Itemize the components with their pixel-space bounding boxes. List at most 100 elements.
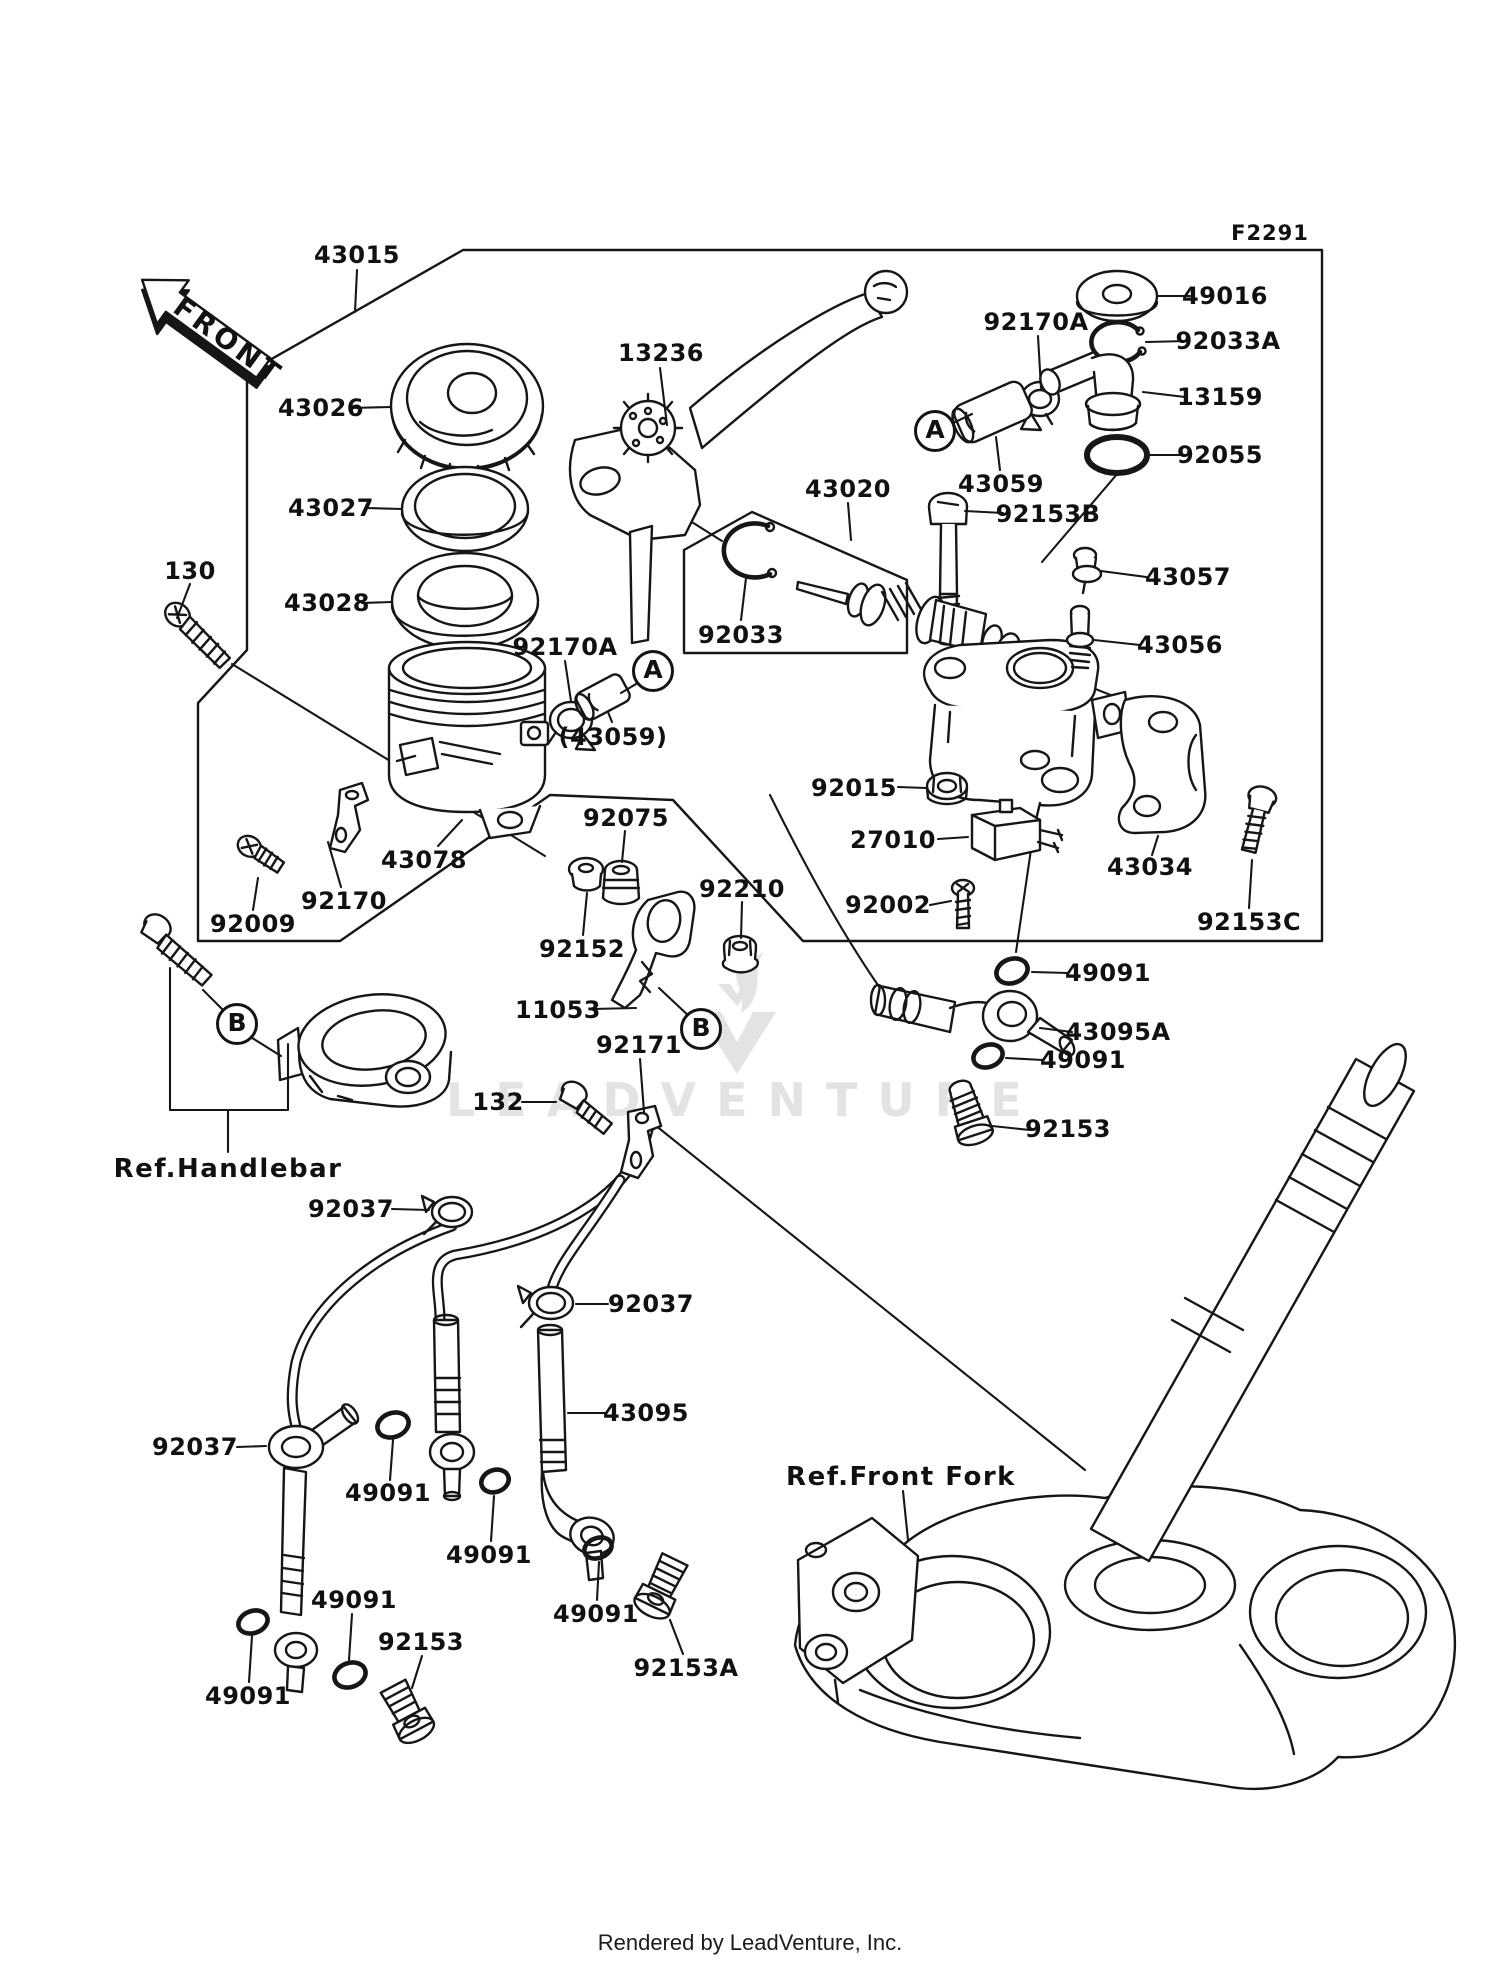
part-washer-49091-l1 (375, 1410, 411, 1440)
part-callout-92055: 92055 (1177, 441, 1263, 469)
ref-handlebar-label: Ref.Handlebar (113, 1154, 343, 1184)
part-bracket-92170 (328, 781, 370, 854)
part-callout-92037-3: 92037 (152, 1433, 238, 1461)
ref-front-fork-drawing (793, 1042, 1457, 1790)
part-oring-92055 (1084, 434, 1150, 476)
part-callout-92075: 92075 (583, 804, 669, 832)
part-callout-92033a: 92033A (1175, 327, 1281, 355)
part-callout-27010: 27010 (850, 826, 936, 854)
part-elbow-fitting-13159 (1039, 350, 1142, 432)
part-bolt-132 (558, 1080, 614, 1135)
part-hose-clamp-92037-2 (516, 1284, 575, 1329)
part-bleeder-valve-43057 (1071, 546, 1103, 595)
part-callout-43027: 43027 (288, 494, 374, 522)
part-clamp-bolt-b (140, 913, 213, 987)
part-callout-13236: 13236 (618, 339, 704, 367)
part-callout-92170a-left: 92170A (512, 633, 618, 661)
part-screw-92009 (236, 834, 286, 874)
part-fitting-43056 (1065, 604, 1095, 670)
part-callout-49091-2: 49091 (1040, 1046, 1126, 1074)
leadventure-watermark-logo: LEADVENTURE (446, 950, 1042, 1127)
part-callout-130: 130 (164, 557, 216, 585)
part-callout-92002: 92002 (845, 891, 931, 919)
part-master-cylinder-body (923, 638, 1132, 832)
part-callout-92153-2: 92153 (378, 1628, 464, 1656)
part-washer-49091-r2 (971, 1042, 1005, 1070)
part-bushing-43059-left (574, 673, 631, 721)
part-grommet-92152 (567, 856, 605, 892)
part-callout-43078: 43078 (381, 846, 467, 874)
part-callout-43015: 43015 (314, 241, 400, 269)
part-hose-middle-fitting (428, 1313, 476, 1502)
part-washer-49091-l4 (332, 1660, 368, 1690)
part-callout-49091-6: 49091 (553, 1600, 639, 1628)
part-hose-43095-lower (536, 1323, 615, 1582)
part-callout-92170a-top: 92170A (983, 308, 1089, 336)
detail-marker-a-2: A (632, 650, 674, 692)
part-callout-92210: 92210 (699, 875, 785, 903)
part-callout-43059: 43059 (958, 470, 1044, 498)
part-brake-switch-27010 (970, 798, 1064, 862)
part-washer-49091-l5 (236, 1608, 270, 1636)
part-callout-92015: 92015 (811, 774, 897, 802)
part-callout-49091-3: 49091 (345, 1479, 431, 1507)
part-callout-92153a: 92153A (633, 1654, 739, 1682)
part-brake-lever (568, 269, 909, 645)
part-callout-11053: 11053 (515, 996, 601, 1024)
part-callout-92153-1: 92153 (1025, 1115, 1111, 1143)
part-cap-gasket (400, 465, 530, 553)
part-grip-43059-top (951, 380, 1033, 444)
part-washer-49091-l2 (479, 1467, 511, 1495)
part-nut-92210 (721, 934, 759, 974)
front-direction-arrow: FRONT (140, 278, 289, 391)
part-callout-92037-2: 92037 (608, 1290, 694, 1318)
part-callout-43059-ref: (43059) (558, 723, 668, 751)
brake-hose-curves (286, 1124, 654, 1436)
part-screw-130 (164, 601, 232, 670)
part-callout-92037-1: 92037 (308, 1195, 394, 1223)
part-clamp-half-43034 (1117, 695, 1207, 835)
part-callout-92153b: 92153B (995, 500, 1101, 528)
part-callout-43020: 43020 (805, 475, 891, 503)
part-callout-92170: 92170 (301, 887, 387, 915)
part-hose-clamp-92037-1 (420, 1194, 474, 1236)
part-lever-guard-bracket-11053 (610, 890, 696, 1010)
part-callout-43056: 43056 (1137, 631, 1223, 659)
part-handlebar-clamp (276, 993, 453, 1108)
part-callout-49016: 49016 (1182, 282, 1268, 310)
part-callout-13159: 13159 (1177, 383, 1263, 411)
part-reservoir-43078 (387, 640, 550, 840)
part-banjo-bolt-92153-bottom (379, 1678, 436, 1745)
part-washer-49091-r1 (994, 956, 1030, 986)
part-callout-92152: 92152 (539, 935, 625, 963)
part-callout-92171: 92171 (596, 1031, 682, 1059)
watermark-text: LEADVENTURE (446, 1073, 1042, 1127)
part-callout-92153c: 92153C (1196, 908, 1302, 936)
part-reservoir-cap (389, 342, 545, 480)
part-callout-43095: 43095 (603, 1399, 689, 1427)
part-callout-92033: 92033 (698, 621, 784, 649)
part-callout-49091-1: 49091 (1065, 959, 1151, 987)
part-hose-left-lower (273, 1466, 319, 1694)
part-hose-assembly-43095a (869, 983, 1076, 1057)
part-screw-92002 (950, 878, 976, 930)
part-bolt-92153c (1240, 785, 1278, 855)
part-callout-43057: 43057 (1145, 563, 1231, 591)
part-callout-132: 132 (472, 1088, 524, 1116)
part-washer-49016 (1075, 269, 1159, 323)
part-banjo-bolt-92153-right (948, 1079, 994, 1147)
part-circlip-92033 (721, 521, 778, 580)
part-callout-49091-7: 49091 (205, 1682, 291, 1710)
ref-front-fork-label: Ref.Front Fork (786, 1462, 1016, 1492)
figure-code: F2291 (1231, 221, 1309, 245)
part-banjo-adapter-92037-3 (267, 1403, 360, 1470)
part-banjo-bolt-92153a (633, 1552, 689, 1620)
part-hose-bracket-92171 (619, 1104, 663, 1180)
render-credit: Rendered by LeadVenture, Inc. (597, 1930, 903, 1955)
detail-marker-b-1: B (216, 1003, 258, 1045)
front-arrow-text: FRONT (167, 290, 289, 391)
detail-marker-b-2: B (680, 1008, 722, 1050)
part-callout-49091-5: 49091 (311, 1586, 397, 1614)
